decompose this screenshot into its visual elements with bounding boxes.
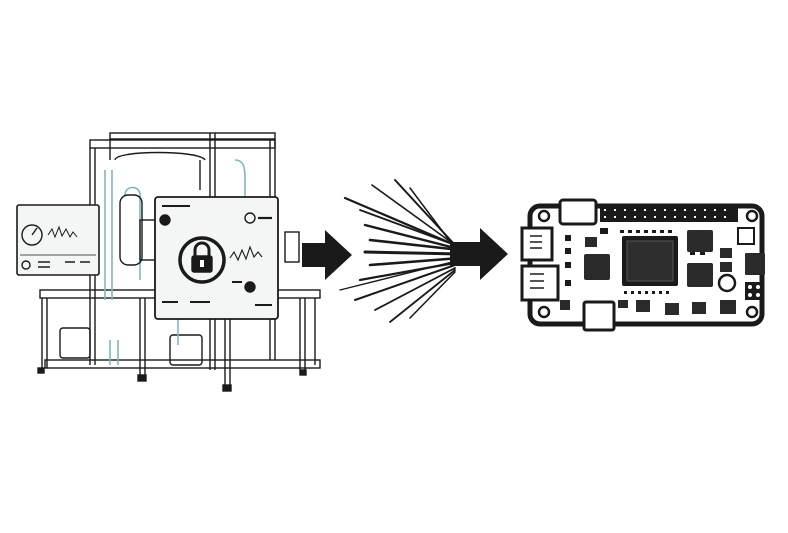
- reset-button: [717, 273, 737, 293]
- hdmi-port: [582, 300, 616, 332]
- waveform: [229, 245, 263, 262]
- gauge-icon: [21, 224, 43, 246]
- usb-port: [520, 226, 554, 262]
- speed-burst-icon: [339, 179, 462, 323]
- left-monitor: [16, 204, 100, 276]
- security-screen: [154, 196, 279, 320]
- mounting-holes: [537, 209, 759, 319]
- waveform: [47, 225, 78, 239]
- arrow-right-icon: [450, 228, 508, 280]
- industrial-machine: [16, 132, 321, 392]
- machine-pipes: [104, 159, 246, 365]
- ic-chips: [560, 230, 765, 315]
- circuit-board-icon: [520, 198, 765, 332]
- gpio-header: [600, 206, 738, 222]
- power-connector: [558, 198, 598, 226]
- usb-port: [520, 264, 560, 302]
- arrow-right-icon: [302, 230, 352, 280]
- lock-icon: [178, 236, 226, 284]
